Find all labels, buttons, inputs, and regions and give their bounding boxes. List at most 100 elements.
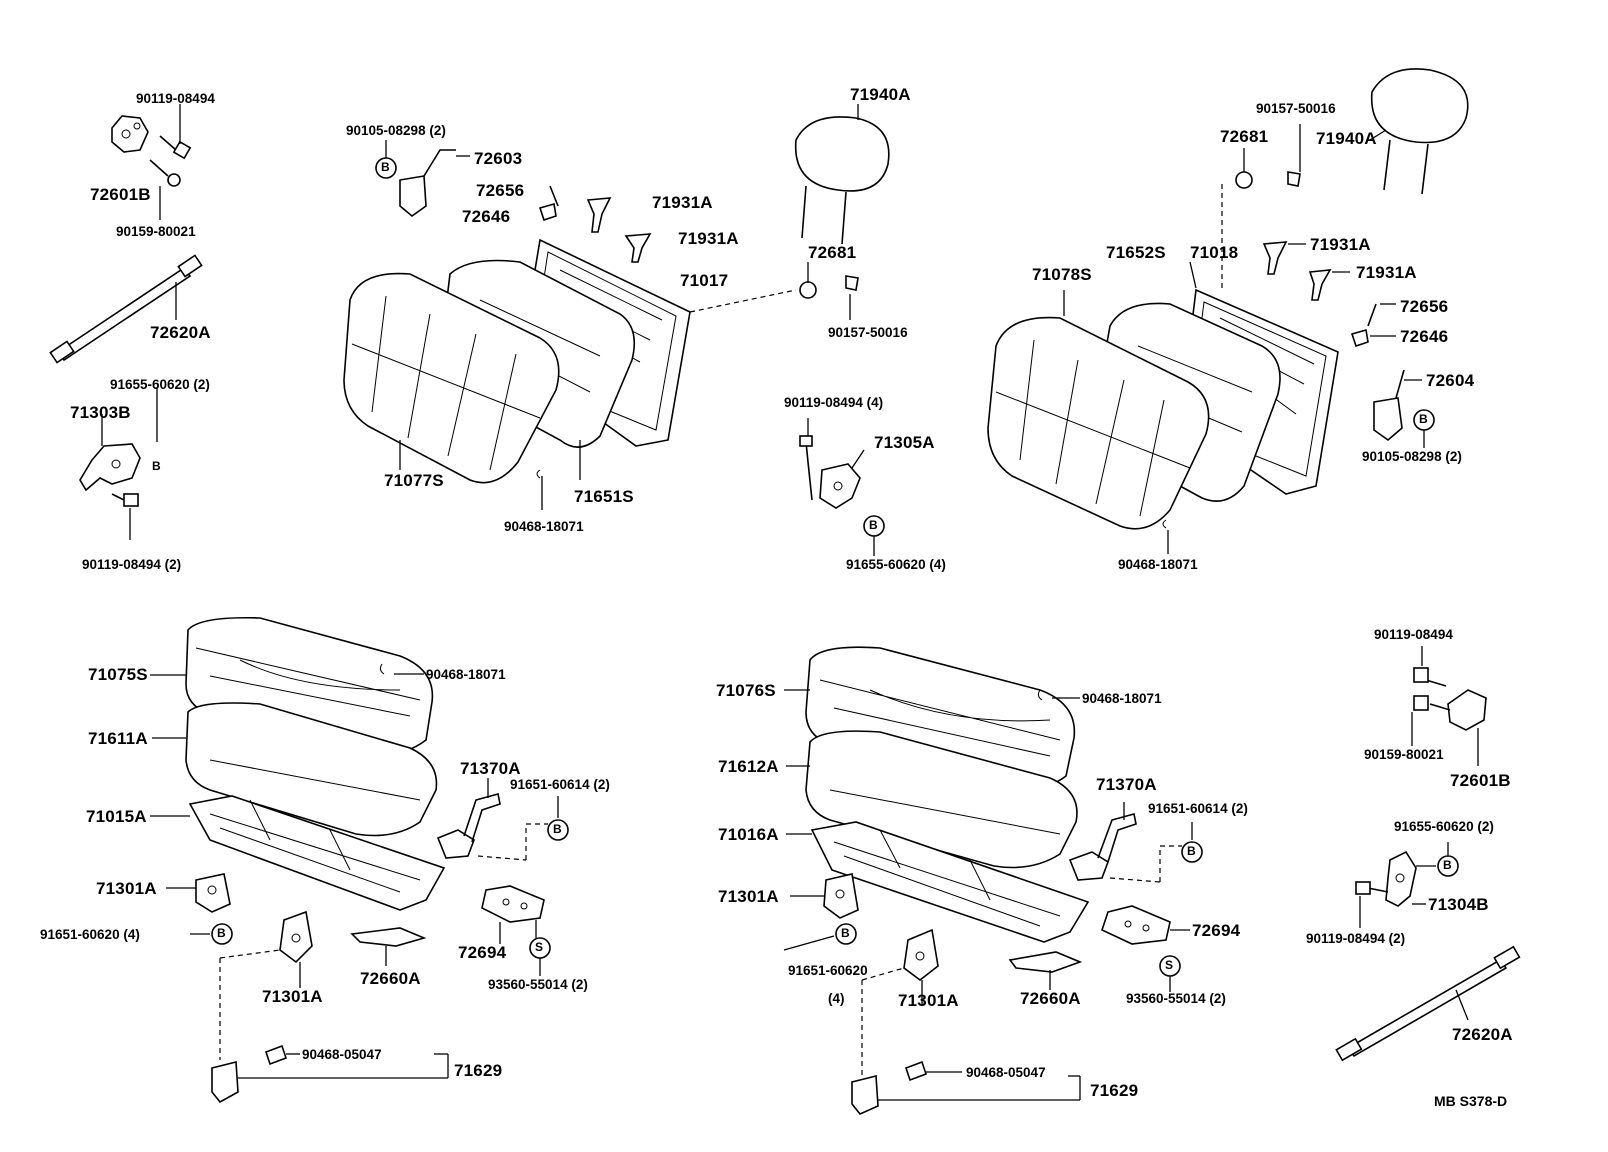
bracket-71305a bbox=[799, 435, 861, 509]
part-label: 72601B bbox=[1450, 771, 1511, 790]
part-label: 90119-08494 bbox=[1374, 627, 1453, 642]
cushion-frame-71015a bbox=[188, 795, 446, 911]
part-label: 91651-60614 (2) bbox=[1148, 801, 1248, 816]
part-label: 71940A bbox=[850, 85, 911, 104]
part-label: 90468-18071 bbox=[426, 667, 506, 682]
part-label: 93560-55014 (2) bbox=[1126, 991, 1226, 1006]
callout-b: B bbox=[841, 926, 850, 940]
part-label: 71078S bbox=[1032, 265, 1092, 284]
part-label: 72656 bbox=[476, 181, 525, 200]
part-label: 71305A bbox=[874, 433, 935, 452]
part-label: 91655-60620 (2) bbox=[1394, 819, 1494, 834]
part-label: 90157-50016 bbox=[1256, 101, 1336, 116]
part-label: 72603 bbox=[474, 149, 523, 168]
bracket-71301a-center bbox=[823, 873, 859, 919]
part-label: 71629 bbox=[1090, 1081, 1139, 1100]
part-label: (4) bbox=[828, 991, 845, 1006]
part-label: 71931A bbox=[652, 193, 713, 212]
headrest-71940a-center bbox=[794, 116, 890, 245]
part-label: 71303B bbox=[70, 403, 131, 422]
part-label: 90105-08298 (2) bbox=[1362, 449, 1462, 464]
part-label: 72660A bbox=[1020, 989, 1081, 1008]
part-label: 71301A bbox=[718, 887, 779, 906]
callout-s: S bbox=[1165, 958, 1174, 972]
cushion-frame-71016a bbox=[810, 821, 1090, 943]
part-label: 71016A bbox=[718, 825, 779, 844]
part-label: 90119-08494 bbox=[136, 91, 215, 106]
part-label: 71651S bbox=[574, 487, 634, 506]
hinge-71303b bbox=[79, 443, 141, 507]
part-label: 71018 bbox=[1190, 243, 1239, 262]
part-label: 71931A bbox=[1310, 235, 1371, 254]
part-label: 71304B bbox=[1428, 895, 1489, 914]
callout-b: B bbox=[1443, 858, 1452, 872]
lever-71370a-center bbox=[1068, 813, 1137, 881]
hinge-72601b-right bbox=[1413, 667, 1487, 731]
part-label: 90468-18071 bbox=[504, 519, 584, 534]
bracket-71301a-left bbox=[195, 873, 231, 913]
part-label: 71301A bbox=[96, 879, 157, 898]
part-label: 90468-05047 bbox=[302, 1047, 382, 1062]
rod-72620a-right bbox=[1335, 945, 1521, 1062]
callout-b: B bbox=[1187, 844, 1196, 858]
part-label: 91655-60620 (4) bbox=[846, 557, 946, 572]
part-label: 71612A bbox=[718, 757, 779, 776]
cover-72694-left bbox=[481, 885, 545, 923]
part-label: 91655-60620 (2) bbox=[110, 377, 210, 392]
bracket-72603 bbox=[399, 149, 456, 218]
part-label: 90468-18071 bbox=[1082, 691, 1162, 706]
part-label: 72646 bbox=[462, 207, 511, 226]
part-label: 71629 bbox=[454, 1061, 503, 1080]
bracket-71301a-lower-center bbox=[903, 928, 939, 982]
part-label: 72694 bbox=[1192, 921, 1241, 940]
part-label: 72681 bbox=[1220, 127, 1269, 146]
part-label: 71931A bbox=[1356, 263, 1417, 282]
cover-71629-left bbox=[211, 1044, 288, 1104]
bracket-72604 bbox=[1373, 369, 1405, 442]
part-label: 71015A bbox=[86, 807, 147, 826]
hinge-72601b-top-left bbox=[111, 115, 192, 187]
part-label: 71301A bbox=[898, 991, 959, 1010]
part-label: 72620A bbox=[150, 323, 211, 342]
callout-b: B bbox=[381, 160, 390, 174]
callout-b: B bbox=[869, 518, 878, 532]
part-label: 71301A bbox=[262, 987, 323, 1006]
part-label: 71075S bbox=[88, 665, 148, 684]
part-label: 72656 bbox=[1400, 297, 1449, 316]
part-label: 91651-60620 (4) bbox=[40, 927, 140, 942]
part-label: 90468-18071 bbox=[1118, 557, 1198, 572]
bracket-71301a-lower-left bbox=[279, 910, 313, 964]
part-label: 71370A bbox=[460, 759, 521, 778]
cover-71629-center bbox=[851, 1060, 928, 1115]
rod-72620a-top-left bbox=[49, 254, 203, 364]
cover-72694-center bbox=[1101, 905, 1171, 945]
part-label: 72694 bbox=[458, 943, 507, 962]
part-label: 90119-08494 (4) bbox=[784, 395, 884, 410]
callout-b: B bbox=[1419, 412, 1428, 426]
part-label: 71077S bbox=[384, 471, 444, 490]
part-label: 90468-05047 bbox=[966, 1065, 1046, 1080]
part-label: 71652S bbox=[1106, 243, 1166, 262]
part-label: 90159-80021 bbox=[1364, 747, 1444, 762]
part-label: 71017 bbox=[680, 271, 729, 290]
part-label: 72681 bbox=[808, 243, 857, 262]
part-label: 90105-08298 (2) bbox=[346, 123, 446, 138]
part-label: 72604 bbox=[1426, 371, 1475, 390]
part-label: 93560-55014 (2) bbox=[488, 977, 588, 992]
part-label: 71931A bbox=[678, 229, 739, 248]
part-label: 71076S bbox=[716, 681, 776, 700]
part-label: 71611A bbox=[88, 729, 148, 748]
callout-b: B bbox=[152, 459, 161, 473]
part-label: 90119-08494 (2) bbox=[1306, 931, 1406, 946]
part-label: 91651-60614 (2) bbox=[510, 777, 610, 792]
callout-b: B bbox=[553, 822, 562, 836]
part-label: 72601B bbox=[90, 185, 151, 204]
part-label: 72620A bbox=[1452, 1025, 1513, 1044]
cushion-pad-71611a bbox=[185, 702, 438, 837]
headrest-71940a-right bbox=[1370, 68, 1469, 195]
part-label: 72660A bbox=[360, 969, 421, 988]
diagram-code: MB S378-D bbox=[1434, 1093, 1508, 1109]
part-label: 71940A bbox=[1316, 129, 1377, 148]
seatback-cover-71078s bbox=[987, 316, 1210, 530]
